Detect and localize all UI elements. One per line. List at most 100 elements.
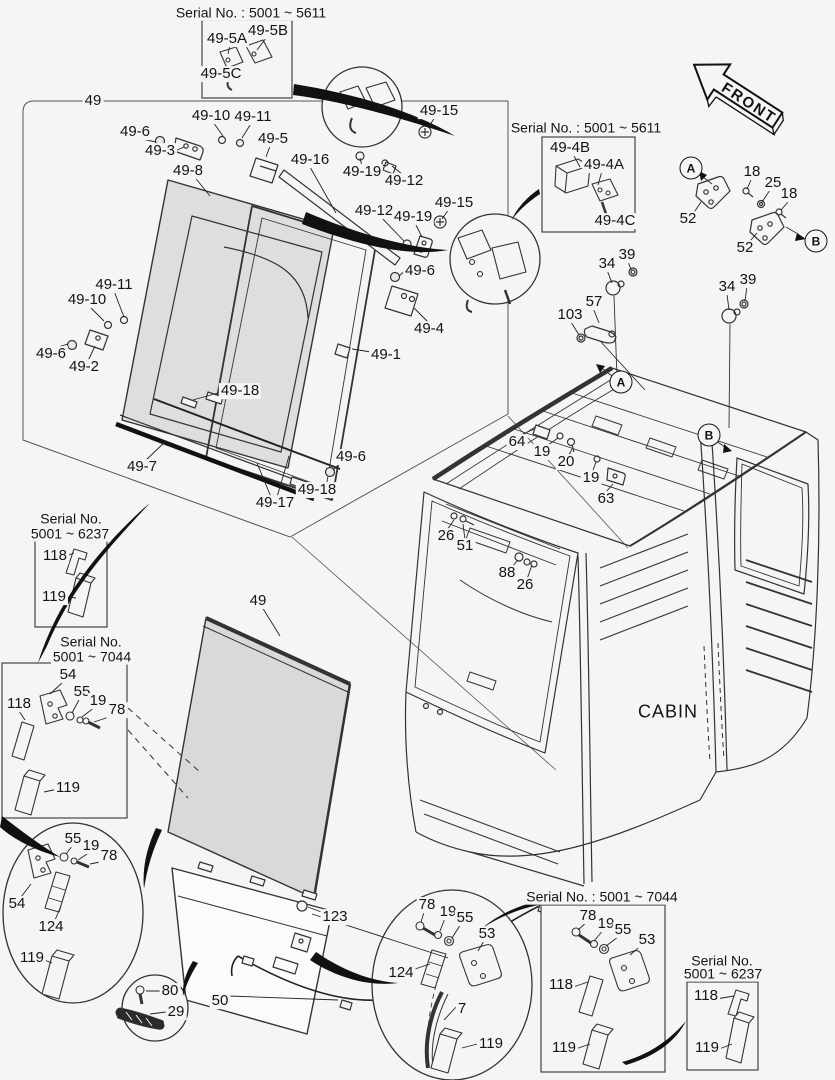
- circled-letter-A: A: [609, 370, 633, 394]
- part-label: 124: [386, 964, 416, 982]
- part-label: 49-1: [368, 346, 404, 364]
- part-label: 19: [531, 443, 553, 461]
- sliding-glass: [127, 616, 352, 900]
- part-label: 49-2: [66, 358, 102, 376]
- part-label: 49-4: [411, 320, 447, 338]
- part-label: 55: [62, 830, 84, 848]
- part-label: 49: [247, 592, 269, 610]
- part-label: 123: [320, 908, 350, 926]
- part-label: 49-6: [333, 448, 369, 466]
- part-label: 57: [583, 293, 605, 311]
- part-label: 49-18: [295, 481, 339, 499]
- part-label: 49-16: [288, 151, 332, 169]
- front-arrow: FRONT: [692, 63, 784, 136]
- part-label: 49-19: [340, 163, 384, 181]
- part-label: 55: [454, 909, 476, 927]
- part-label: 49-12: [352, 202, 396, 220]
- part-label: 119: [18, 949, 46, 967]
- part-label: 52: [734, 239, 756, 257]
- part-label: 49-17: [253, 494, 297, 512]
- part-label: 26: [435, 527, 457, 545]
- part-label: 49-6: [117, 123, 153, 141]
- part-label: 78: [98, 847, 120, 865]
- part-label: 53: [476, 925, 498, 943]
- serial-header: Serial No. : 5001 ~ 5611: [173, 4, 329, 21]
- part-label: 54: [57, 666, 79, 684]
- part-label: 53: [636, 931, 658, 949]
- part-label: 49: [82, 92, 104, 110]
- part-label: 51: [454, 537, 476, 555]
- part-label: 119: [40, 588, 68, 606]
- part-label: 7: [455, 1000, 469, 1018]
- circled-letter-B: B: [697, 423, 721, 447]
- part-label: 49-19: [391, 208, 435, 226]
- part-label: 18: [778, 185, 800, 203]
- part-label: 55: [71, 683, 93, 701]
- part-label: 88: [496, 564, 518, 582]
- leader-lines: [18, 37, 789, 1052]
- part-label: 34: [596, 255, 618, 273]
- part-label: 49-8: [170, 162, 206, 180]
- part-label: 119: [693, 1039, 721, 1057]
- part-label: 49-15: [432, 194, 476, 212]
- serial-header: 5001 ~ 6237: [681, 965, 765, 982]
- part-label: 34: [716, 278, 738, 296]
- part-label: 118: [41, 547, 69, 565]
- serial-box-contents: [11, 39, 755, 1070]
- part-label: 52: [677, 210, 699, 228]
- part-label: 39: [616, 246, 638, 264]
- part-label: 19: [437, 903, 459, 921]
- part-label: 19: [80, 837, 102, 855]
- circled-letter-B: B: [804, 229, 828, 253]
- part-label: 78: [577, 907, 599, 925]
- part-label: 78: [416, 896, 438, 914]
- part-label: 49-5A: [204, 30, 250, 48]
- part-label: 50: [209, 992, 231, 1010]
- door-glass-assembly: [66, 125, 447, 502]
- serial-header: Serial No.: [38, 510, 104, 527]
- part-label: 54: [6, 895, 28, 913]
- part-label: 39: [737, 271, 759, 289]
- part-label: 49-4A: [581, 156, 627, 174]
- part-label: 49-6: [402, 262, 438, 280]
- part-label: 118: [692, 987, 720, 1005]
- part-label: 25: [762, 174, 784, 192]
- part-label: 49-4B: [547, 139, 593, 157]
- part-label: 78: [106, 701, 128, 719]
- part-label: 49-6: [33, 345, 69, 363]
- part-label: 119: [550, 1039, 578, 1057]
- part-label: 19: [580, 469, 602, 487]
- part-label: 49-5C: [198, 65, 244, 83]
- part-label: 19: [595, 915, 617, 933]
- part-label: 55: [612, 921, 634, 939]
- part-label: 80: [159, 982, 181, 1000]
- part-label: 49-7: [124, 458, 160, 476]
- part-label: 49-4C: [592, 212, 638, 230]
- front-arrow-label: FRONT: [718, 79, 779, 127]
- part-label: 49-10: [189, 107, 233, 125]
- part-label: 118: [547, 976, 575, 994]
- part-label: 49-10: [65, 291, 109, 309]
- serial-header: 5001 ~ 7044: [50, 648, 134, 665]
- part-label: 20: [555, 453, 577, 471]
- part-label: 63: [595, 490, 617, 508]
- circled-letter-A: A: [679, 156, 703, 180]
- part-label: 103: [555, 306, 585, 324]
- cabin-art: [404, 267, 820, 887]
- mount-brackets: [602, 175, 799, 448]
- part-label: 64: [506, 433, 528, 451]
- part-label: 49-15: [417, 102, 461, 120]
- part-label: 49-18: [218, 382, 262, 400]
- serial-header: Serial No. : 5001 ~ 7044: [524, 888, 680, 905]
- part-label: 49-3: [142, 142, 178, 160]
- part-label: 119: [477, 1035, 505, 1053]
- part-label: 49-11: [232, 108, 274, 126]
- part-label: 119: [54, 779, 82, 797]
- cabin-label: CABIN: [635, 701, 701, 722]
- callout-contents: [27, 81, 527, 1074]
- part-label: 118: [5, 695, 33, 713]
- part-label: 19: [87, 692, 109, 710]
- part-label: 49-5: [255, 130, 291, 148]
